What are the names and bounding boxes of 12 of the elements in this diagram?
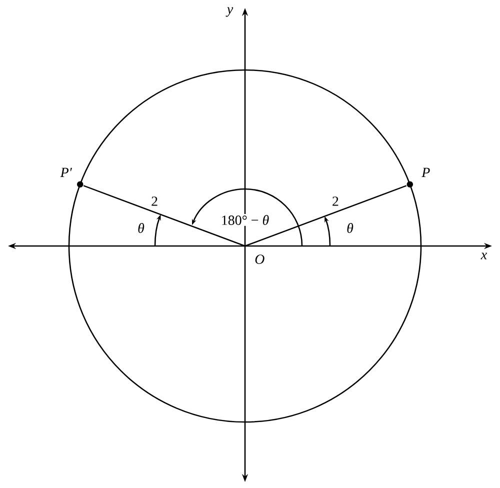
axis-label: x xyxy=(480,252,488,260)
angle-label: θ xyxy=(136,222,146,234)
point-label: P xyxy=(422,168,430,177)
edge-label: 2 xyxy=(332,196,338,206)
origin-label: O xyxy=(255,254,264,264)
edge-label: 2 xyxy=(152,196,158,206)
radius-line xyxy=(83,185,246,247)
point-label: P′ xyxy=(60,168,72,177)
axis-label: y xyxy=(226,6,234,18)
radius-line xyxy=(244,185,407,247)
angle-label: 180° − θ xyxy=(220,214,270,226)
angle-label: θ xyxy=(346,222,354,234)
